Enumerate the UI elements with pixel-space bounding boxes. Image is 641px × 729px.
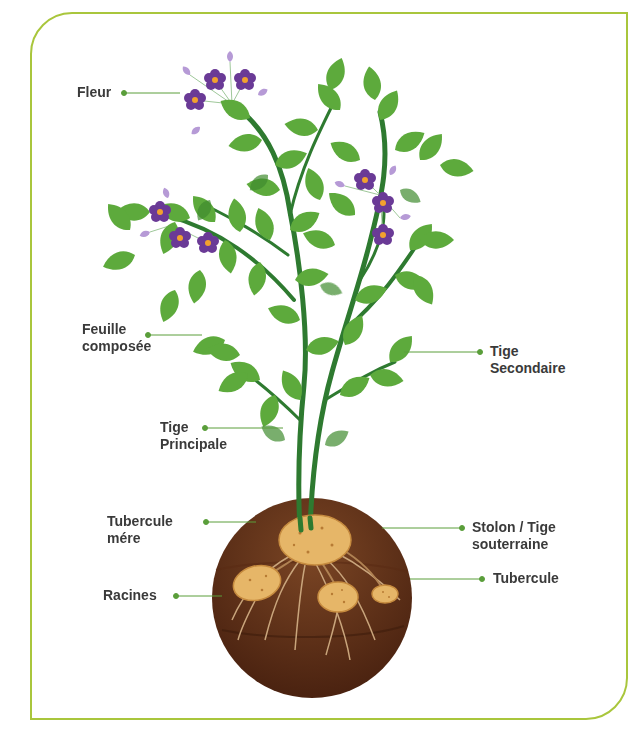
part-label: Tige Principale (160, 419, 250, 453)
part-label: Feuille composée (82, 321, 172, 355)
part-label: Racines (103, 587, 173, 604)
part-label: Tubercule mére (107, 513, 202, 547)
part-label: Tubercule (493, 570, 593, 587)
part-label: Fleur (77, 84, 137, 101)
part-label: Tige Secondaire (490, 343, 590, 377)
part-label: Stolon / Tige souterraine (472, 519, 622, 553)
leader-lines (122, 91, 485, 599)
